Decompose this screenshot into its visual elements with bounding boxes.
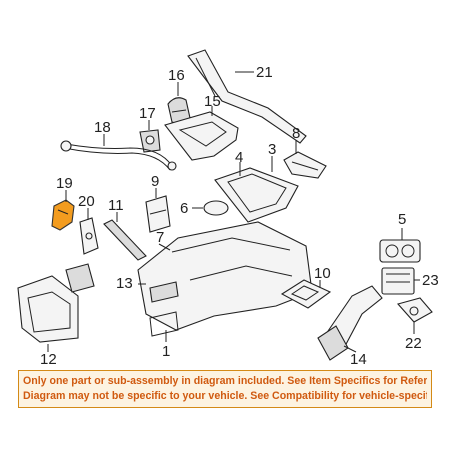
callout-8: 8 [292, 125, 300, 142]
part-5-cupholder [379, 239, 421, 263]
callout-9: 9 [151, 173, 159, 190]
part-7-console-body [137, 221, 313, 337]
notice-line-2: Diagram may not be specific to your vehi… [23, 390, 427, 402]
part-14-air-duct [317, 285, 383, 361]
part-12-side-panel [17, 275, 79, 343]
callout-17: 17 [139, 105, 156, 122]
callout-4: 4 [235, 149, 243, 166]
callout-22: 22 [405, 335, 422, 352]
part-6-oval-cover [203, 200, 229, 216]
callout-1: 1 [162, 343, 170, 360]
callout-7: 7 [156, 229, 164, 246]
part-8-tray [283, 151, 327, 179]
part-11-strip [103, 219, 147, 261]
part-9-bracket [145, 195, 171, 233]
leader-7 [158, 243, 171, 251]
callout-6: 6 [180, 200, 188, 217]
callout-20: 20 [78, 193, 95, 210]
notice-line-1: Only one part or sub-assembly in diagram… [23, 375, 427, 387]
callout-10: 10 [314, 265, 331, 282]
part-switch-block [65, 263, 95, 293]
part-19-highlighted-bracket [51, 199, 75, 231]
callout-12: 12 [40, 351, 57, 368]
part-3-mat [214, 167, 299, 223]
callout-21: 21 [256, 64, 273, 81]
disclaimer-notice: Only one part or sub-assembly in diagram… [18, 370, 432, 408]
callout-13: 13 [116, 275, 133, 292]
part-23-housing [381, 267, 415, 295]
part-17-bracket [139, 129, 161, 153]
callout-15: 15 [204, 93, 221, 110]
callout-11: 11 [108, 197, 124, 214]
callout-14: 14 [350, 351, 367, 368]
callout-16: 16 [168, 67, 185, 84]
part-21-trim-rail [187, 49, 307, 144]
callout-5: 5 [398, 211, 406, 228]
part-22-connector [396, 297, 433, 323]
callout-3: 3 [268, 141, 276, 158]
callout-18: 18 [94, 119, 111, 136]
part-15-shifter-bezel [164, 111, 239, 161]
callout-23: 23 [422, 272, 439, 289]
part-20-bracket [79, 217, 99, 255]
part-10-mat [280, 279, 332, 309]
leader-14 [343, 345, 357, 353]
callout-19: 19 [56, 175, 73, 192]
part-18-shift-cable [60, 140, 177, 171]
